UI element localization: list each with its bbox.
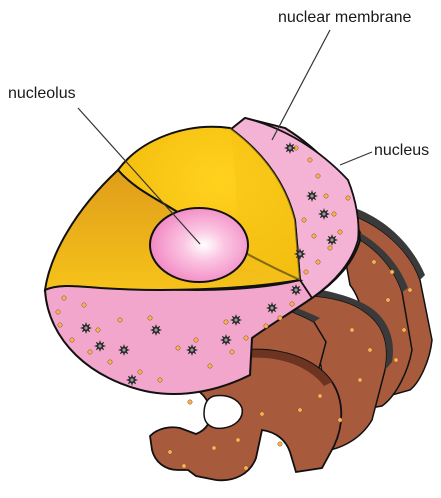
ribosome-dot (338, 230, 342, 234)
ribosome-dot (244, 336, 248, 340)
ribosome-dot (328, 246, 332, 250)
ribosome-dot (312, 234, 316, 238)
nuclear-pore (118, 344, 130, 356)
nuclear-pore (318, 208, 330, 220)
ribosome-dot (208, 364, 212, 368)
ribosome-dot (176, 346, 180, 350)
ribosome-dot (386, 298, 390, 302)
nuclear-pore (150, 324, 162, 336)
ribosome-dot (368, 348, 372, 352)
ribosome-dot (316, 260, 320, 264)
ribosome-dot (402, 328, 406, 332)
ribosome-dot (358, 378, 362, 382)
nuclear-pore (294, 248, 306, 260)
ribosome-dot (298, 408, 302, 412)
ribosome-dot (108, 360, 112, 364)
ribosome-dot (88, 350, 92, 354)
er-front-hole (204, 396, 242, 429)
ribosome-dot (224, 320, 228, 324)
ribosome-dot (230, 350, 234, 354)
leader-line-nucleus (340, 152, 372, 165)
ribosome-dot (182, 464, 186, 468)
ribosome-dot (168, 450, 172, 454)
ribosome-dot (316, 174, 320, 178)
ribosome-dot (372, 260, 376, 264)
ribosome-dot (158, 378, 162, 382)
ribosome-dot (346, 196, 350, 200)
nuclear-pore (94, 340, 106, 352)
ribosome-dot (290, 302, 294, 306)
ribosome-dot (408, 288, 412, 292)
ribosome-dot (304, 270, 308, 274)
ribosome-dot (96, 328, 100, 332)
ribosome-dot (350, 328, 354, 332)
ribosome-dot (278, 442, 282, 446)
nuclear-pore (266, 302, 278, 314)
label-nucleus: nucleus (374, 143, 429, 159)
nuclear-pore (126, 374, 138, 386)
nuclear-pore (80, 322, 92, 334)
ribosome-dot (338, 418, 342, 422)
ribosome-dot (302, 218, 306, 222)
ribosome-dot (188, 400, 192, 404)
ribosome-dot (324, 194, 328, 198)
ribosome-dot (70, 338, 74, 342)
ribosome-dot (318, 394, 322, 398)
label-nuclear-membrane: nuclear membrane (278, 10, 411, 26)
ribosome-dot (244, 466, 248, 470)
ribosome-dot (62, 296, 66, 300)
ribosome-dot (82, 303, 86, 307)
ribosome-dot (278, 316, 282, 320)
ribosome-dot (236, 438, 240, 442)
ribosome-dot (264, 324, 268, 328)
ribosome-dot (332, 212, 336, 216)
ribosome-dot (212, 446, 216, 450)
ribosome-dot (56, 310, 60, 314)
ribosome-dot (138, 370, 142, 374)
nuclear-pore (220, 334, 232, 346)
ribosome-dot (148, 316, 152, 320)
ribosome-dot (308, 158, 312, 162)
leader-line-membrane (272, 30, 330, 140)
label-nucleolus: nucleolus (8, 86, 76, 102)
nuclear-pore (326, 234, 338, 246)
nuclear-pore (230, 314, 242, 326)
ribosome-dot (394, 358, 398, 362)
ribosome-dot (194, 338, 198, 342)
nuclear-pore (306, 190, 318, 202)
nuclear-pore (290, 284, 302, 296)
nuclear-pore (186, 344, 198, 356)
ribosome-dot (260, 412, 264, 416)
ribosome-dot (118, 318, 122, 322)
nuclear-pore (284, 142, 296, 154)
ribosome-dot (390, 270, 394, 274)
nucleolus (150, 208, 248, 282)
ribosome-dot (58, 323, 62, 327)
